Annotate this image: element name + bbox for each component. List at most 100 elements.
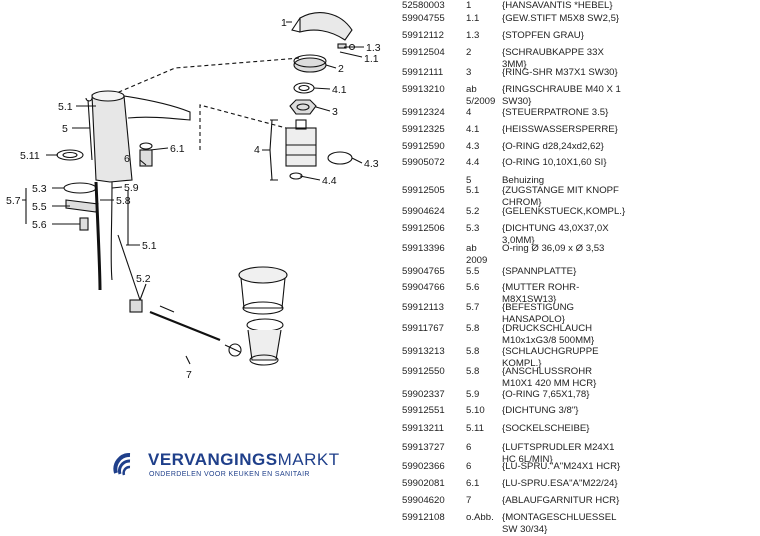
part-number: 59911767 [402,323,444,334]
part-description: {SPANNPLATTE} [502,266,577,277]
water-drop-spray-icon [113,453,131,476]
label-1-3: 1.3 [366,42,381,54]
part-number: 59912111 [402,67,444,78]
part-number: 59913727 [402,442,445,453]
position-number: 3 [466,67,472,78]
waste-plug-part [238,266,288,284]
position-number: 6 [466,442,472,453]
label-5-2: 5.2 [136,273,151,285]
part-number: 59913213 [402,346,445,357]
base-plate-part [56,149,84,161]
grub-screw-part [337,43,347,49]
part-number: 59904766 [402,282,445,293]
label-5-6: 5.6 [32,219,47,231]
part-description: {RINGSCHRAUBE M40 X 1 SW30} [502,84,621,107]
label-1: 1 [281,17,287,29]
part-description: {ZUGSTANGE MIT KNOPF CHROM} [502,185,619,208]
position-number: 5.5 [466,266,480,277]
part-number: 59904620 [402,495,445,506]
part-number: 59902081 [402,478,445,489]
part-number: 59912325 [402,124,445,135]
position-number: 5.6 [466,282,480,293]
o-ring-part [327,151,353,165]
part-description: {LU-SPRU."A"M24X1 HCR} [502,461,621,472]
part-description: {STEUERPATRONE 3.5} [502,107,609,118]
position-number: 5.3 [466,223,480,234]
faucet-body-part [91,92,133,183]
position-number: 5.9 [466,389,480,400]
position-number: 5.11 [466,423,484,434]
part-description: {LUFTSPRUDLER M24X1 HC 6L/MIN} [502,442,615,465]
part-number: 59912108 [402,512,445,523]
position-number: 2 [466,47,472,58]
position-number: 5 [466,175,472,186]
position-number: 1.1 [466,13,480,24]
label-6: 6 [124,153,130,165]
part-description: {BEFESTIGUNG HANSAPOLO} [502,302,574,325]
brand-logo: VERVANGINGSMARKT ONDERDELEN VOOR KEUKEN … [104,447,364,487]
brand-name: VERVANGINGSMARKT [148,450,340,469]
part-number: 59904765 [402,266,445,277]
part-number: 59912590 [402,141,445,152]
label-5-5: 5.5 [32,201,47,213]
cartridge-part [285,127,317,167]
position-number: 4 [466,107,472,118]
label-5-8: 5.8 [116,195,131,207]
aerator-part [139,149,153,167]
position-number: 5.2 [466,206,480,217]
exploded-parts-diagram: 1 1.3 1.1 2 4.1 3 4 4.3 4.4 5.1 5 6.1 6 … [6,12,381,381]
part-number: 59902366 [402,461,445,472]
part-description: {O-RING 7,65X1,78} [502,389,590,400]
position-number: 1.3 [466,30,480,41]
position-number: 6.1 [466,478,480,489]
label-5-11: 5.11 [20,150,40,162]
part-description: {HEISSWASSERSPERRE} [502,124,618,135]
label-4-4: 4.4 [322,175,337,187]
label-1-1: 1.1 [364,53,379,65]
part-description: {DICHTUNG 43,0X37,0X 3,0MM} [502,223,609,246]
hose-part [94,181,102,291]
label-5-1-bottom: 5.1 [142,240,157,252]
seal-part [63,182,97,194]
part-number: 59912504 [402,47,445,58]
label-2: 2 [338,63,344,75]
ring-screw-part [289,99,317,115]
position-number: 4.3 [466,141,480,152]
heat-limiter-part [293,82,315,94]
part-description: {RING-SHR M37X1 SW30} [502,67,618,78]
label-6-1: 6.1 [170,143,185,155]
part-description: {SCHLAUCHGRUPPE KOMPL.} [502,346,599,369]
label-5-9: 5.9 [124,182,139,194]
part-description: {STOPFEN GRAU} [502,30,584,41]
part-number: 59902337 [402,389,445,400]
part-description: {SCHRAUBKAPPE 33X 3MM} [502,47,604,70]
joint-part [129,299,143,313]
part-description: {LU-SPRU.ESA"A"M22/24} [502,478,618,489]
label-7: 7 [186,369,192,381]
part-description: {O-RING d28,24xd2,62} [502,141,604,152]
position-number: 7 [466,495,472,506]
part-number: 59913396 [402,243,445,254]
part-number: 59912113 [402,302,444,313]
part-description: {HANSAVANTIS *HEBEL} [502,0,613,11]
label-4-1: 4.1 [332,84,347,96]
waste-rod-part [149,310,221,342]
part-description: {GEW.STIFT M5X8 SW2,5} [502,13,620,24]
lever-handle-part [299,12,353,41]
label-4: 4 [254,144,260,156]
label-5-3: 5.3 [32,183,47,195]
part-number: 59904755 [402,13,445,24]
clamp-plate-part [65,199,99,213]
part-number: 59905072 [402,157,445,168]
part-description: {ABLAUFGARNITUR HCR} [502,495,620,506]
brand-tagline: ONDERDELEN VOOR KEUKEN EN SANITAIR [149,471,310,478]
position-number: 1 [466,0,472,11]
position-number: 4.4 [466,157,480,168]
part-description: {O-RING 10,10X1,60 SI} [502,157,607,168]
position-number: 4.1 [466,124,480,135]
part-description: Behuizing [502,175,545,186]
position-number: ab 2009 [466,243,488,266]
position-number: 5.8 [466,366,480,377]
position-number: 5.7 [466,302,480,313]
part-description: {GELENKSTUECK,KOMPL.} [502,206,626,217]
